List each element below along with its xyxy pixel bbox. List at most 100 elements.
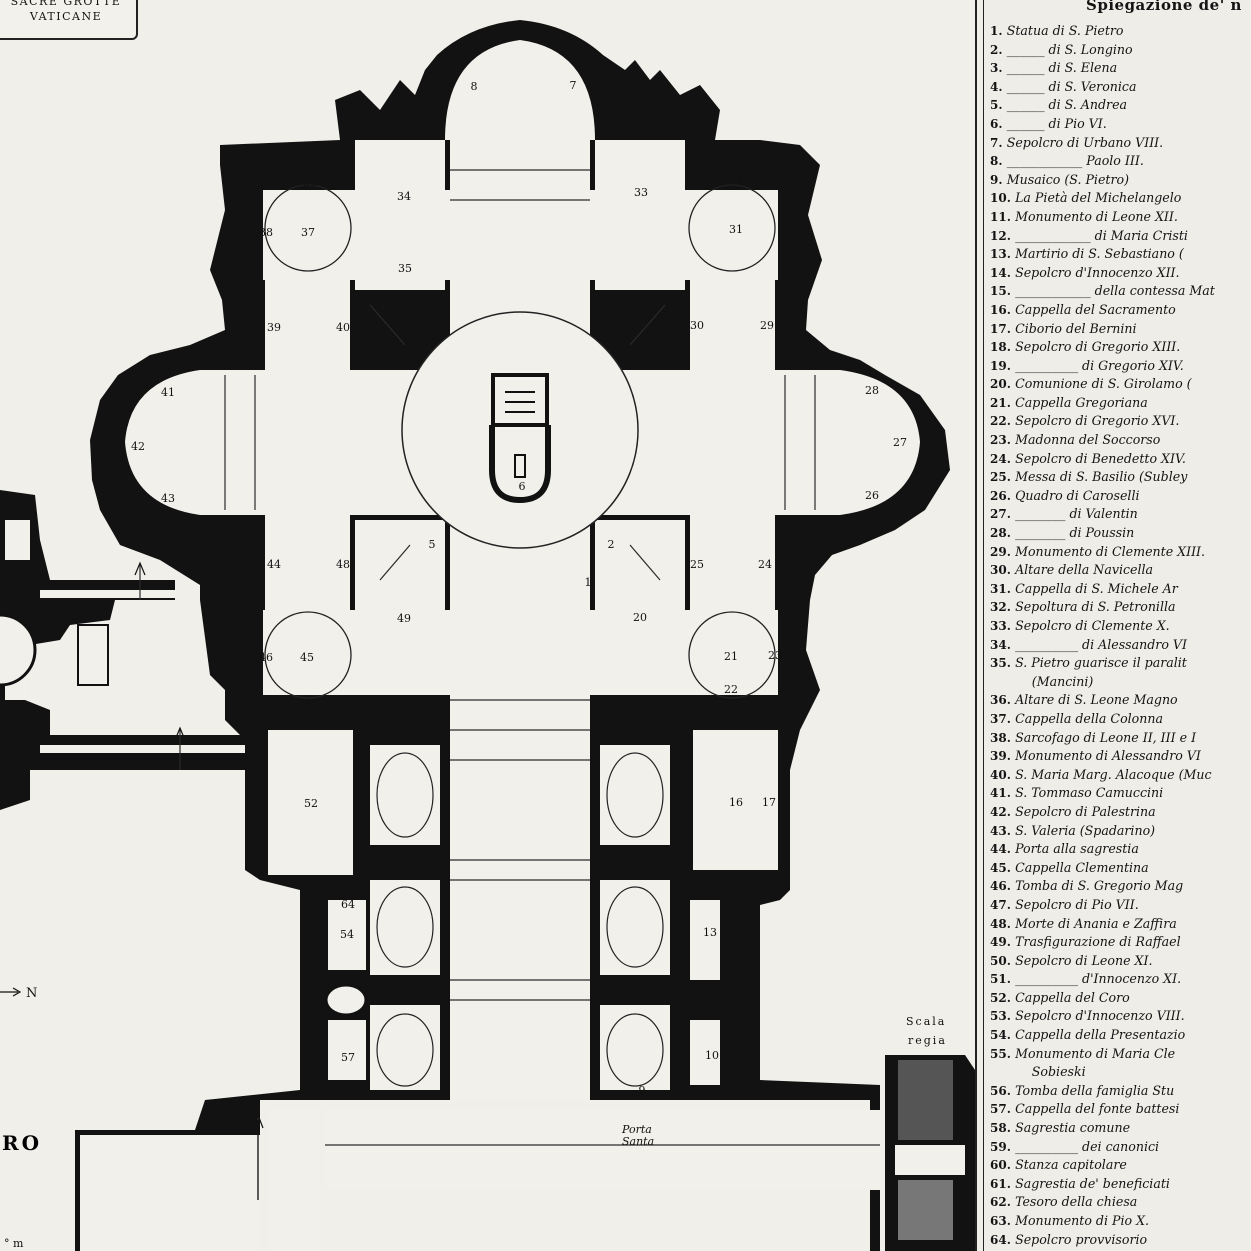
room-number-64: 64 xyxy=(341,898,355,911)
legend-item-number: 22. xyxy=(990,414,1016,429)
room-number-15: 15 xyxy=(620,858,634,871)
legend-item: 19. __________ di Gregorio XIV. xyxy=(990,357,1251,376)
legend-item: 48. Morte di Anania e Zaffira xyxy=(990,915,1251,934)
room-number-21: 21 xyxy=(724,650,738,663)
legend-item-number: 55. xyxy=(990,1046,1016,1061)
legend-item: 50. Sepolcro di Leone XI. xyxy=(990,952,1251,971)
legend-item-number: 56. xyxy=(990,1083,1016,1098)
legend-item-number: 63. xyxy=(990,1214,1016,1228)
room-number-40: 40 xyxy=(336,321,350,334)
room-number-36: 36 xyxy=(303,176,317,189)
scala-regia-line1: Scala xyxy=(906,1015,946,1028)
legend-item: 30. Altare della Navicella xyxy=(990,561,1251,580)
legend-item-text: ____________ Paolo III. xyxy=(1006,153,1144,169)
legend-item-number: 25. xyxy=(990,470,1016,485)
legend-item-number: 11. xyxy=(990,209,1016,224)
legend-item-text: ________ di Poussin xyxy=(1015,525,1135,541)
legend-item: 46. Tomba di S. Gregorio Mag xyxy=(990,877,1251,896)
room-number-16: 16 xyxy=(729,796,743,809)
legend-item-number: 27. xyxy=(990,507,1016,522)
legend-item: 22. Sepolcro di Gregorio XVI. xyxy=(990,412,1251,431)
compass-label: N xyxy=(26,986,37,1001)
legend-item-text: La Pietà del Michelangelo xyxy=(1015,190,1182,206)
room-number-20: 20 xyxy=(633,611,647,624)
legend-item-text: __________ d'Innocenzo XI. xyxy=(1015,971,1182,987)
legend-item-number: 9. xyxy=(990,172,1007,187)
legend-item: 10. La Pietà del Michelangelo xyxy=(990,189,1251,208)
room-number-37: 37 xyxy=(301,226,315,239)
legend-item: 55. Monumento di Maria Cle xyxy=(990,1045,1251,1064)
legend-item-number: 62. xyxy=(990,1195,1016,1210)
room-number-53: 53 xyxy=(411,858,425,871)
legend-item-number: 15. xyxy=(990,284,1016,299)
legend-item-text: Monumento di Clemente XIII. xyxy=(1015,543,1206,559)
legend-item: 17. Ciborio del Bernini xyxy=(990,320,1251,339)
legend-item-number: 33. xyxy=(990,619,1016,633)
legend-item-number: 34. xyxy=(990,637,1016,652)
legend-item: 23. Madonna del Soccorso xyxy=(990,431,1251,450)
legend-item-number: 39. xyxy=(990,749,1016,764)
legend-item-text: Cappella del Coro xyxy=(1015,989,1130,1005)
legend-item-number: 38. xyxy=(990,730,1016,745)
legend-item-number: 30. xyxy=(990,563,1016,578)
legend-item: 37. Cappella della Colonna xyxy=(990,710,1251,729)
legend-item-number: 51. xyxy=(990,972,1016,987)
scale-footer: ° m xyxy=(4,1237,24,1250)
legend-item: 58. Sagrestia comune xyxy=(990,1119,1251,1138)
legend-item-text: Sepolcro di Palestrina xyxy=(1015,803,1156,819)
legend-item: 56. Tomba della famiglia Stu xyxy=(990,1082,1251,1101)
legend-item-number: 48. xyxy=(990,916,1016,931)
room-number-54: 54 xyxy=(340,928,354,941)
legend-item-number: 45. xyxy=(990,860,1016,875)
legend-item-number: 12. xyxy=(990,228,1016,243)
legend-item-text: __________ dei canonici xyxy=(1015,1138,1160,1154)
legend-item-text: ______ di Pio VI. xyxy=(1006,115,1107,131)
legend-item-number: 18. xyxy=(990,340,1016,355)
legend-item: 44. Porta alla sagrestia xyxy=(990,840,1251,859)
legend-item-text: Sepoltura di S. Petronilla xyxy=(1015,599,1176,615)
room-number-23: 23 xyxy=(768,649,782,662)
legend-item-text: Cappella della Presentazio xyxy=(1015,1027,1186,1043)
legend-item: 32. Sepoltura di S. Petronilla xyxy=(990,598,1251,617)
legend-item: 5. ______ di S. Andrea xyxy=(990,96,1251,115)
legend-item-text: __________ di Gregorio XIV. xyxy=(1015,357,1184,373)
legend-item-text: S. Maria Marg. Alacoque (Muc xyxy=(1015,766,1212,782)
legend-item: 41. S. Tommaso Camuccini xyxy=(990,784,1251,803)
legend-item-text: Messa di S. Basilio (Subley xyxy=(1015,469,1188,485)
legend-item-number: 52. xyxy=(990,990,1016,1005)
legend-item: (Mancini) xyxy=(990,673,1251,692)
legend-item: 49. Trasfigurazione di Raffael xyxy=(990,933,1251,952)
legend-item-text: Sepolcro di Urbano VIII. xyxy=(1006,134,1164,150)
legend-item-text: Quadro di Caroselli xyxy=(1015,487,1140,503)
legend-item-text: S. Pietro guarisce il paralit xyxy=(1015,655,1187,671)
room-number-51: 51 xyxy=(410,716,424,729)
legend-item: 51. __________ d'Innocenzo XI. xyxy=(990,970,1251,989)
legend-item: 24. Sepolcro di Benedetto XIV. xyxy=(990,450,1251,469)
legend-item-text: ____________ di Maria Cristi xyxy=(1015,227,1188,243)
room-number-3: 3 xyxy=(606,333,613,346)
legend-item-number: 46. xyxy=(990,879,1016,894)
legend-item: 34. __________ di Alessandro VI xyxy=(990,636,1251,655)
legend-item-number xyxy=(990,675,1032,689)
legend-item: 47. Sepolcro di Pio VII. xyxy=(990,896,1251,915)
legend-item: 15. ____________ della contessa Mat xyxy=(990,282,1251,301)
legend-item-text: Sepolcro provvisorio xyxy=(1015,1231,1148,1247)
room-number-32: 32 xyxy=(729,172,743,185)
legend-item: 45. Cappella Clementina xyxy=(990,859,1251,878)
room-number-8: 8 xyxy=(471,80,478,93)
title-cartouche: SACRE GROTTE VATICANE xyxy=(0,0,138,40)
legend-item: 12. ____________ di Maria Cristi xyxy=(990,227,1251,246)
room-number-31: 31 xyxy=(729,223,743,236)
room-number-14: 14 xyxy=(646,858,660,871)
room-number-47: 47 xyxy=(304,698,318,711)
legend-item-text: Monumento di Maria Cle xyxy=(1015,1045,1176,1061)
legend-item-number: 2. xyxy=(990,42,1007,57)
interior-spaces xyxy=(5,40,965,1251)
legend-item-number: 3. xyxy=(990,61,1007,76)
legend-item-number: 35. xyxy=(990,656,1016,671)
room-number-57: 57 xyxy=(341,1051,355,1064)
legend-item-text: ______ di S. Andrea xyxy=(1006,97,1128,113)
legend-item-text: Sobieski xyxy=(1031,1064,1086,1080)
legend-item-number: 61. xyxy=(990,1176,1016,1191)
